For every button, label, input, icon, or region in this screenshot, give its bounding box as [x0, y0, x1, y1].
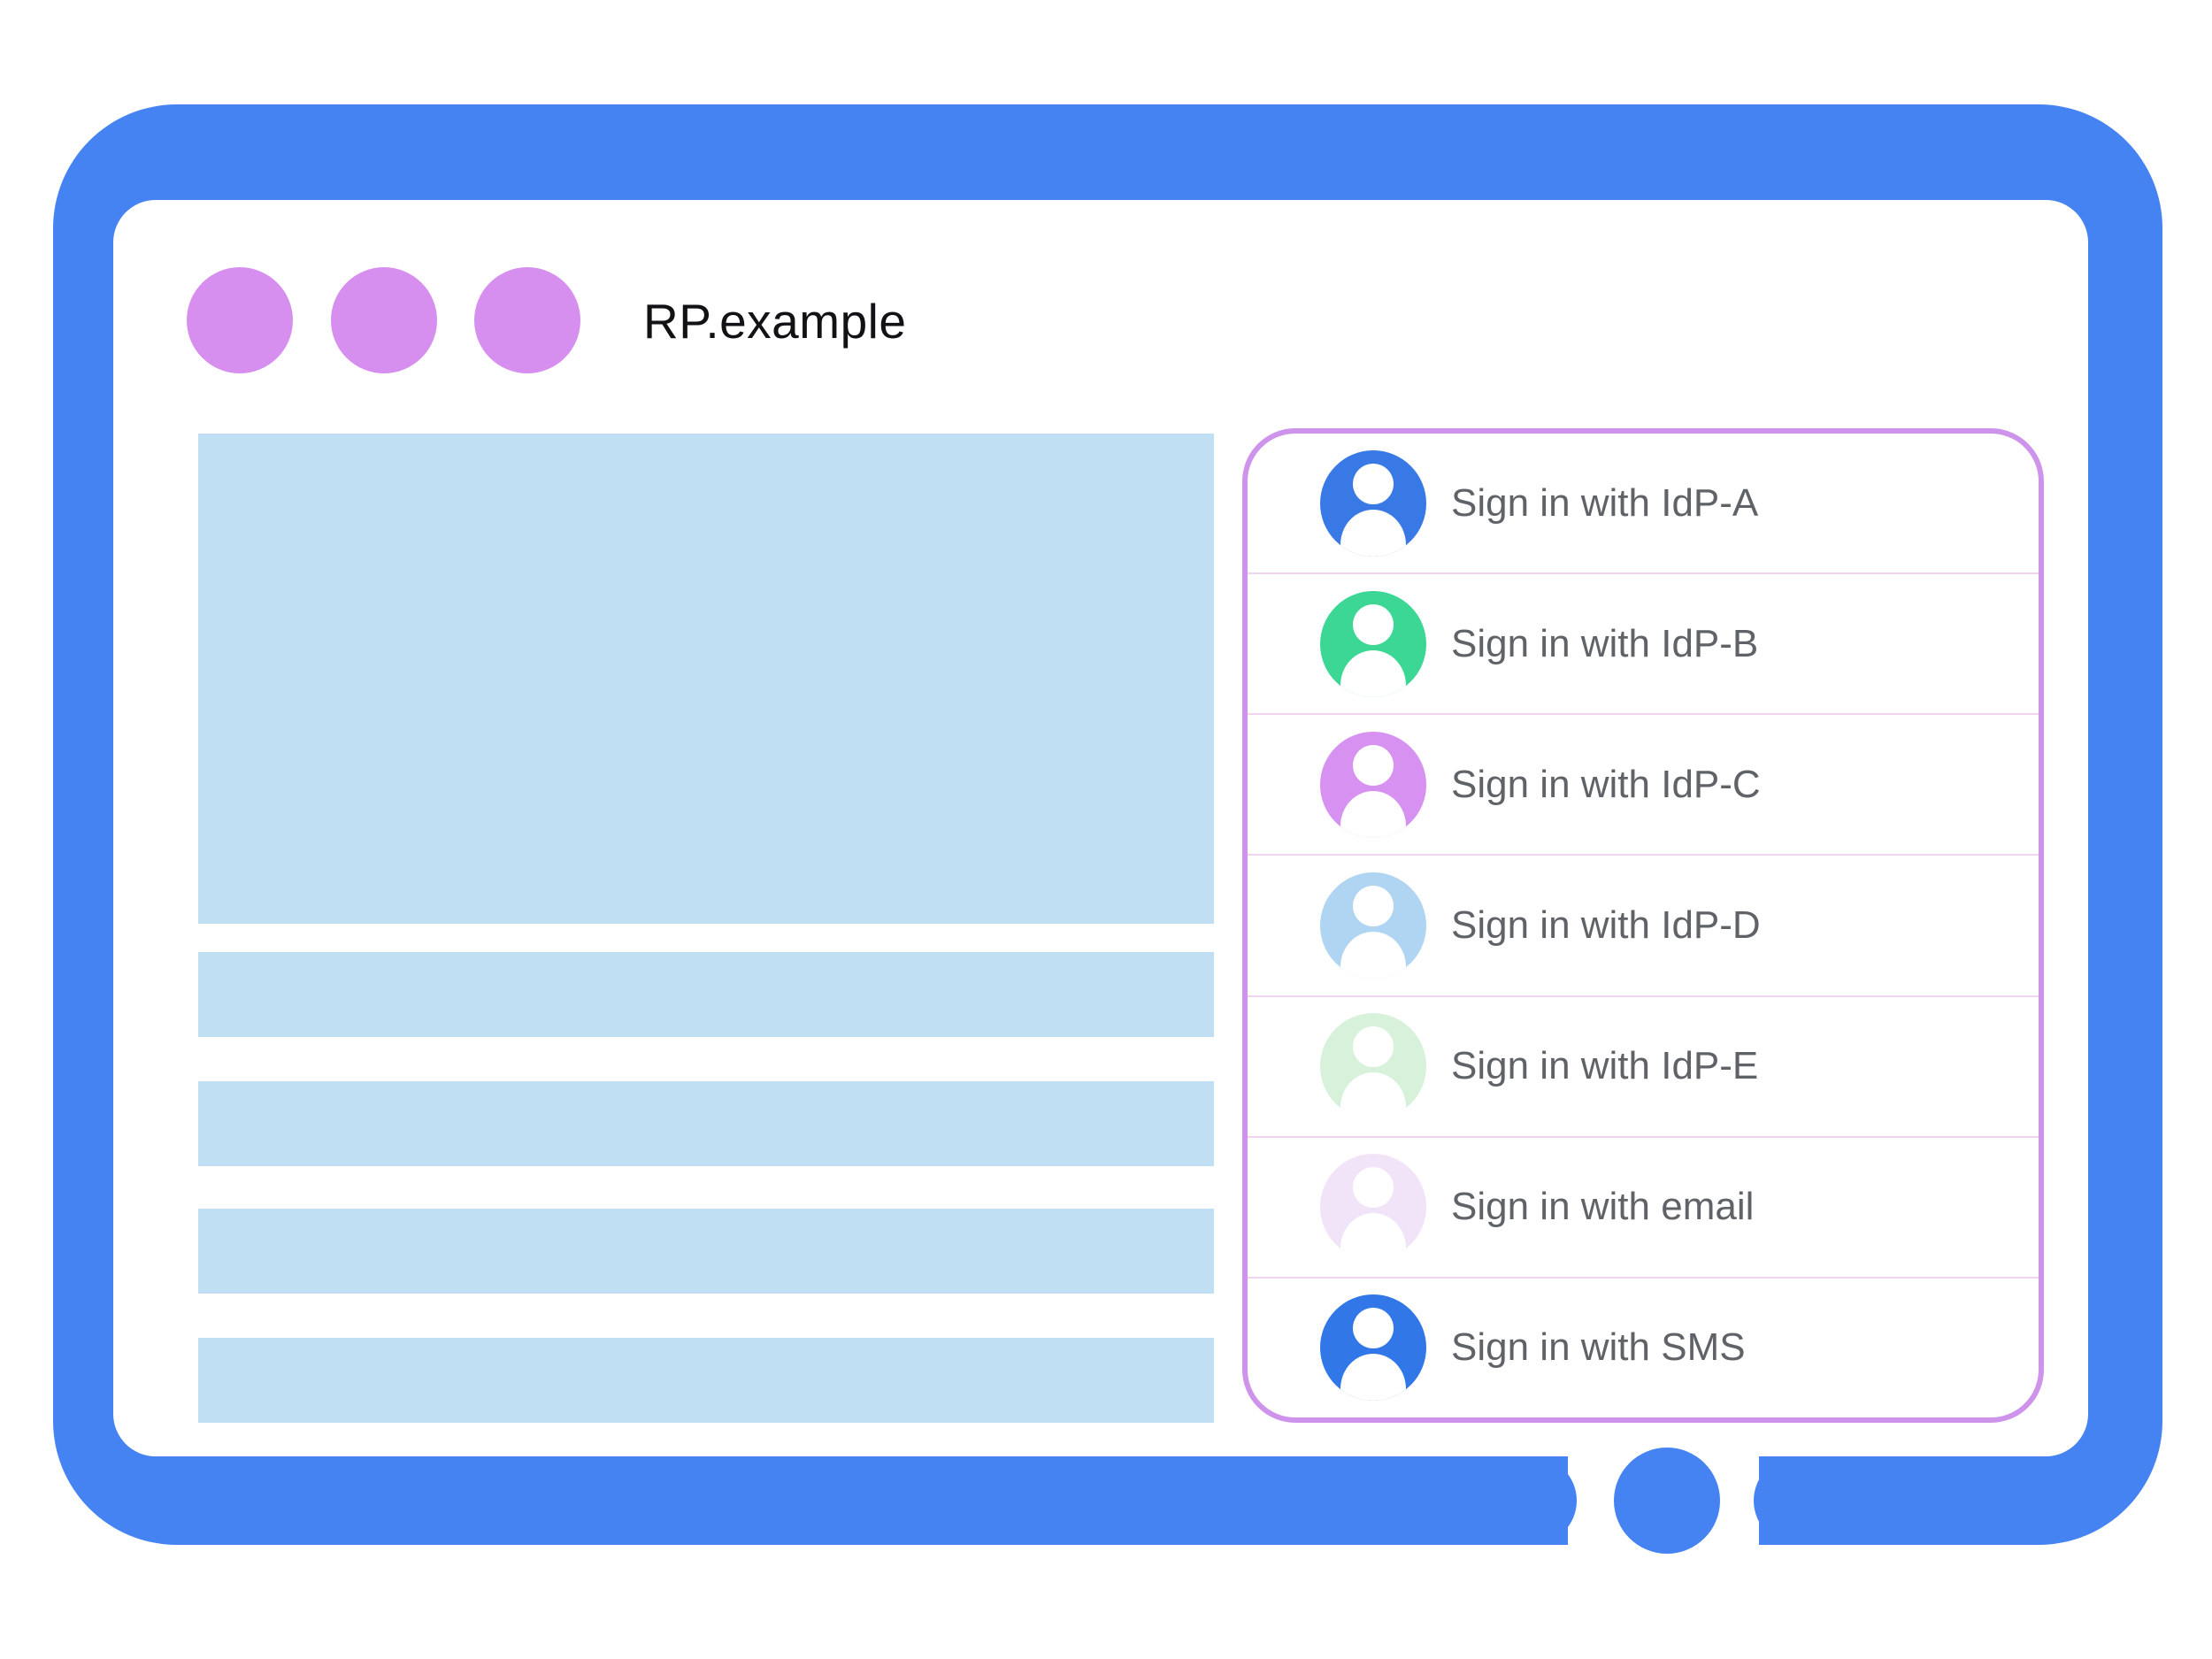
content-placeholder-bar — [198, 1209, 1214, 1294]
signin-option-label: Sign in with SMS — [1451, 1325, 1746, 1370]
content-placeholder-hero — [198, 434, 1214, 924]
content-placeholder-bar — [198, 1338, 1214, 1423]
signin-option-idp-d[interactable]: Sign in with IdP-D — [1248, 854, 2039, 995]
signin-option-label: Sign in with IdP-D — [1451, 902, 1761, 947]
signin-option-label: Sign in with IdP-B — [1451, 621, 1759, 665]
signin-option-email[interactable]: Sign in with email — [1248, 1135, 2039, 1277]
page-title: RP.example — [643, 294, 907, 349]
person-icon — [1320, 590, 1426, 697]
signin-chooser-panel: Sign in with IdP-A Sign in with IdP-B Si… — [1242, 428, 2044, 1423]
signin-option-label: Sign in with IdP-C — [1451, 762, 1761, 806]
signin-option-idp-a[interactable]: Sign in with IdP-A — [1248, 434, 2039, 572]
person-icon — [1320, 449, 1426, 557]
signin-option-idp-e[interactable]: Sign in with IdP-E — [1248, 995, 2039, 1136]
window-control-dot[interactable] — [474, 267, 580, 373]
person-icon — [1320, 872, 1426, 979]
window-control-dot[interactable] — [331, 267, 437, 373]
content-placeholder-bar — [198, 952, 1214, 1037]
person-icon — [1320, 1154, 1426, 1261]
signin-option-idp-b[interactable]: Sign in with IdP-B — [1248, 572, 2039, 713]
signin-option-label: Sign in with IdP-E — [1451, 1044, 1759, 1088]
window-control-dot[interactable] — [187, 267, 293, 373]
home-button[interactable] — [1614, 1448, 1720, 1554]
person-icon — [1320, 1013, 1426, 1120]
person-icon — [1320, 1294, 1426, 1402]
bezel-left-cap — [1501, 1456, 1577, 1545]
bezel-right-cap — [1754, 1456, 1830, 1545]
signin-option-label: Sign in with IdP-A — [1451, 480, 1759, 525]
signin-option-label: Sign in with email — [1451, 1185, 1755, 1229]
person-icon — [1320, 731, 1426, 838]
signin-option-sms[interactable]: Sign in with SMS — [1248, 1276, 2039, 1417]
signin-option-idp-c[interactable]: Sign in with IdP-C — [1248, 713, 2039, 854]
content-placeholder-bar — [198, 1081, 1214, 1166]
